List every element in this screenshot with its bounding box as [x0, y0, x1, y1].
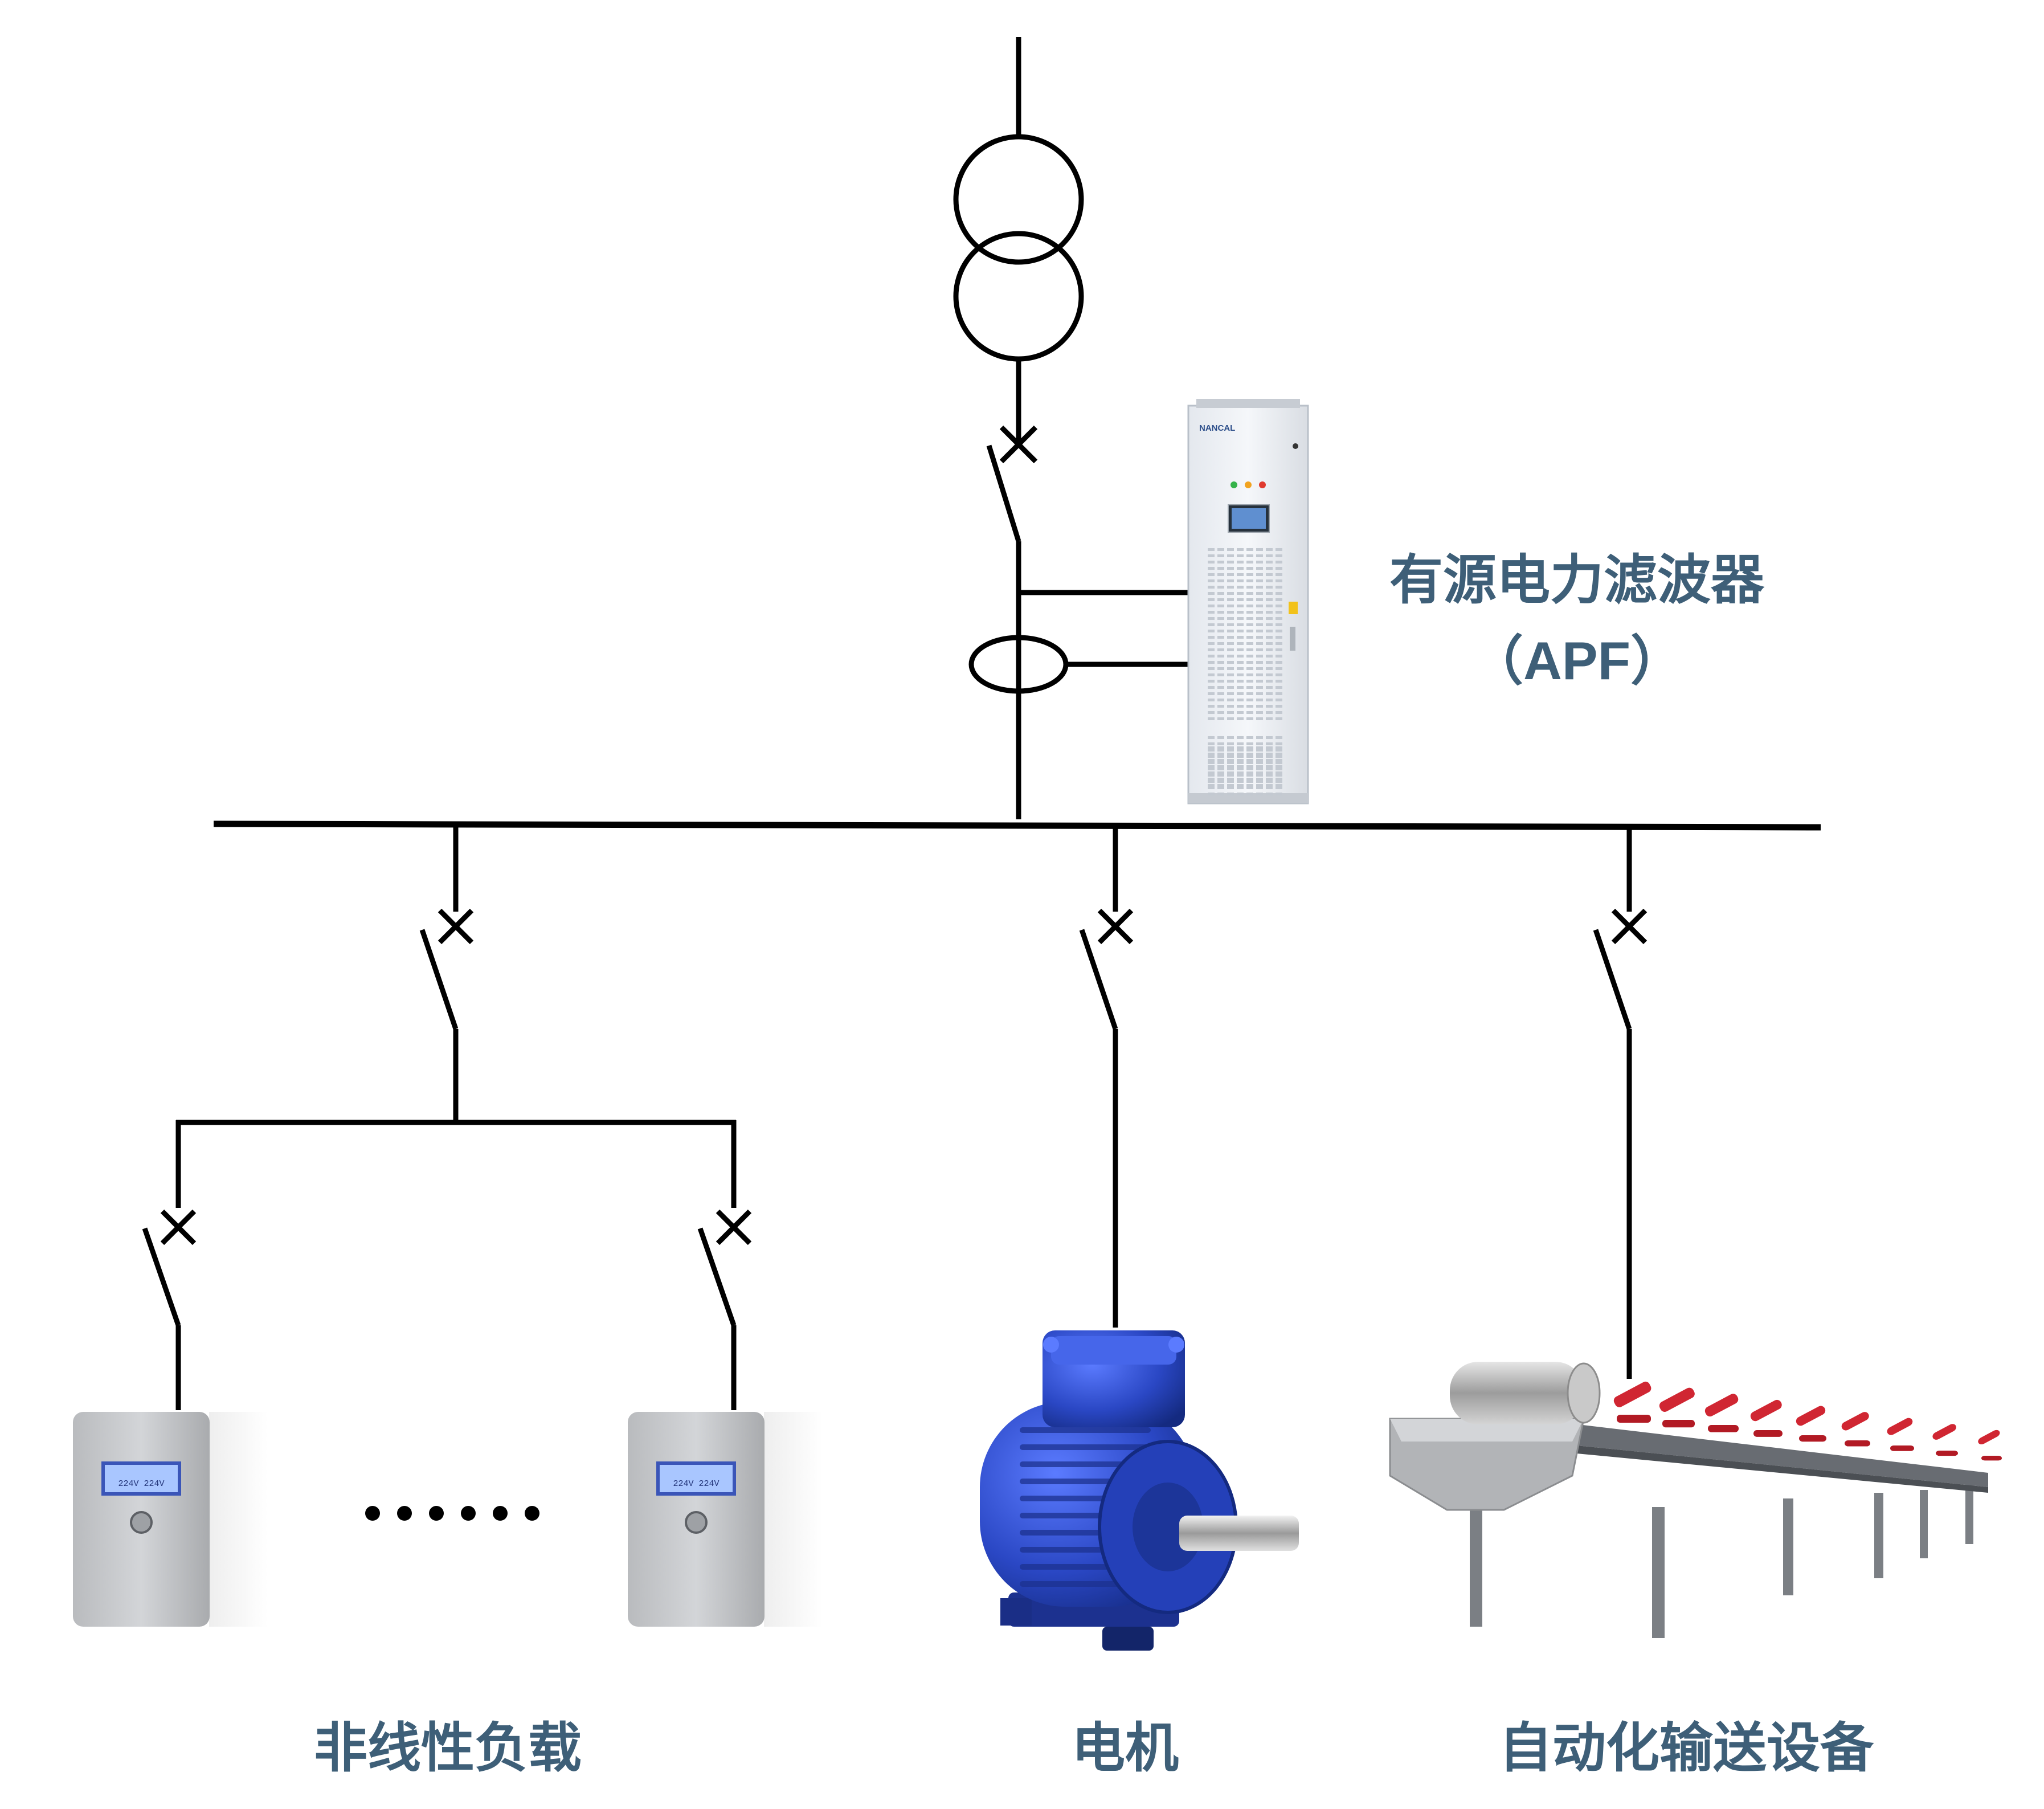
apf-abbr-label: （APF） — [1470, 631, 1684, 691]
feeder-breaker-nonlinear — [176, 826, 736, 1125]
conveyor-frame — [1470, 1481, 1973, 1638]
ups-unit-left: 224V 224V — [73, 1412, 268, 1627]
main-busbar — [213, 820, 1821, 831]
main-breaker — [986, 425, 1038, 819]
conveyor-belt — [1481, 1413, 1988, 1487]
belt-conveyor — [1389, 1362, 2002, 1638]
feeder-breaker-motor — [1079, 826, 1134, 1328]
apf-power-indicator — [1293, 443, 1298, 449]
wiring — [142, 37, 1821, 1410]
apf-door-handle — [1290, 627, 1295, 651]
apf-fault-lamp — [1259, 481, 1266, 488]
label-nonlinear-load: 非线性负载 — [314, 1718, 582, 1778]
ellipsis-dots — [365, 1506, 539, 1521]
transformer-secondary-winding — [953, 231, 1084, 362]
apf-cabinet: NANCAL — [1187, 399, 1309, 805]
ups-left-display: 224V 224V — [118, 1479, 164, 1489]
apf-brand-logo: NANCAL — [1199, 423, 1235, 433]
apf-label: 有源电力滤波器 — [1389, 550, 1765, 610]
sub-breaker-right — [697, 1120, 752, 1410]
ups-left-power-button — [130, 1511, 153, 1534]
ups-right-power-button — [685, 1511, 708, 1534]
ups-right-display: 224V 224V — [673, 1479, 719, 1489]
apf-warn-lamp — [1245, 481, 1252, 488]
ups-unit-right: 224V 224V — [628, 1412, 823, 1627]
apf-run-lamp — [1231, 481, 1237, 488]
electric-motor — [980, 1330, 1299, 1651]
conveyor-head-drum — [1450, 1362, 1584, 1424]
transformer-primary-winding — [953, 134, 1084, 265]
label-conveyor: 自动化输送设备 — [1499, 1718, 1874, 1778]
sub-breaker-left — [142, 1120, 197, 1410]
feeder-breaker-conveyor — [1593, 827, 1648, 1379]
apf-warning-sticker — [1289, 602, 1298, 614]
label-motor: 电机 — [1072, 1718, 1179, 1778]
apf-ventilation-grille — [1208, 548, 1282, 795]
conveyor-idler-rollers — [1613, 1381, 2002, 1461]
motor-shaft — [1179, 1516, 1299, 1551]
